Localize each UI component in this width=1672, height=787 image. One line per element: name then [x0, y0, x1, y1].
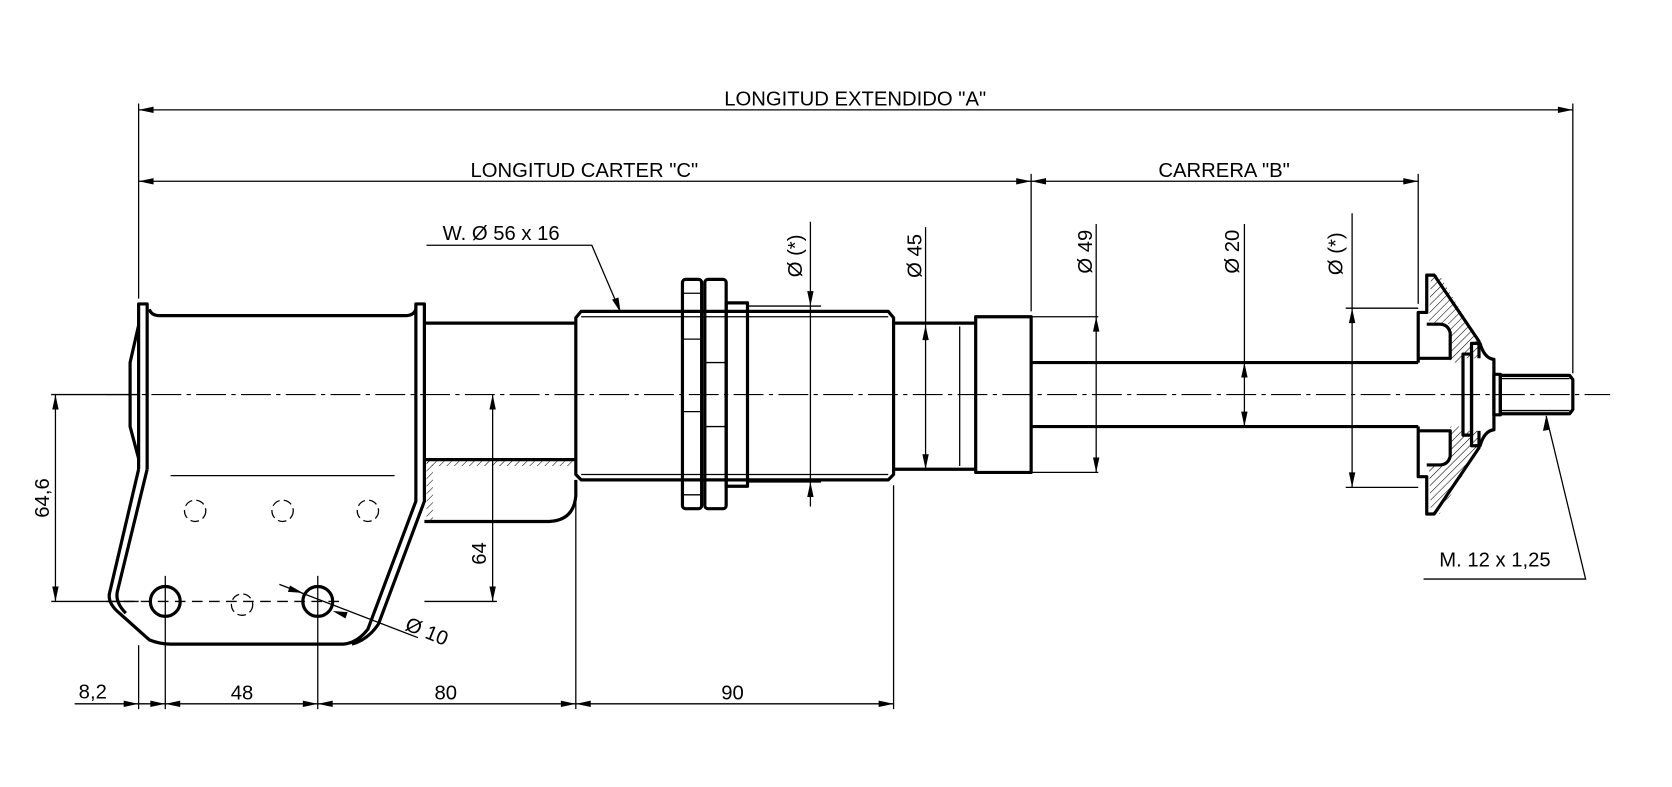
- label-dia-star-right: Ø (*): [1326, 232, 1348, 275]
- hole: [230, 593, 254, 616]
- piston-rod: [1031, 360, 1419, 429]
- label-dia-20: Ø 20: [1222, 230, 1244, 274]
- label-dia-49: Ø 49: [1075, 230, 1097, 274]
- label-height-64-6: 64,6: [32, 478, 54, 517]
- mounting-bracket: [106, 302, 426, 710]
- label-length-carter: LONGITUD CARTER "C": [470, 160, 698, 182]
- label-dia-45: Ø 45: [904, 234, 926, 278]
- label-stroke: CARRERA "B": [1158, 160, 1289, 182]
- label-hole-dia: Ø 10: [402, 614, 451, 651]
- seal-housing: [893, 315, 1033, 475]
- hole: [183, 499, 207, 523]
- label-weld: W. Ø 56 x 16: [443, 223, 560, 245]
- label-spacing-48: 48: [231, 683, 254, 705]
- label-offset-8-2: 8,2: [79, 681, 107, 703]
- hole: [271, 499, 294, 523]
- lock-nuts: [680, 277, 750, 511]
- dimension-lines: [51, 103, 1587, 710]
- hole: [356, 499, 380, 523]
- arrowheads: [52, 106, 1573, 708]
- label-spacing-90: 90: [721, 683, 744, 705]
- label-dia-star-left: Ø (*): [785, 235, 807, 278]
- label-length-extended: LONGITUD EXTENDIDO "A": [724, 89, 986, 111]
- label-height-64: 64: [469, 542, 491, 565]
- top-mount: [1416, 273, 1575, 516]
- label-spacing-80: 80: [434, 683, 457, 705]
- label-thread: M. 12 x 1,25: [1439, 549, 1550, 571]
- body-tube: [424, 309, 896, 524]
